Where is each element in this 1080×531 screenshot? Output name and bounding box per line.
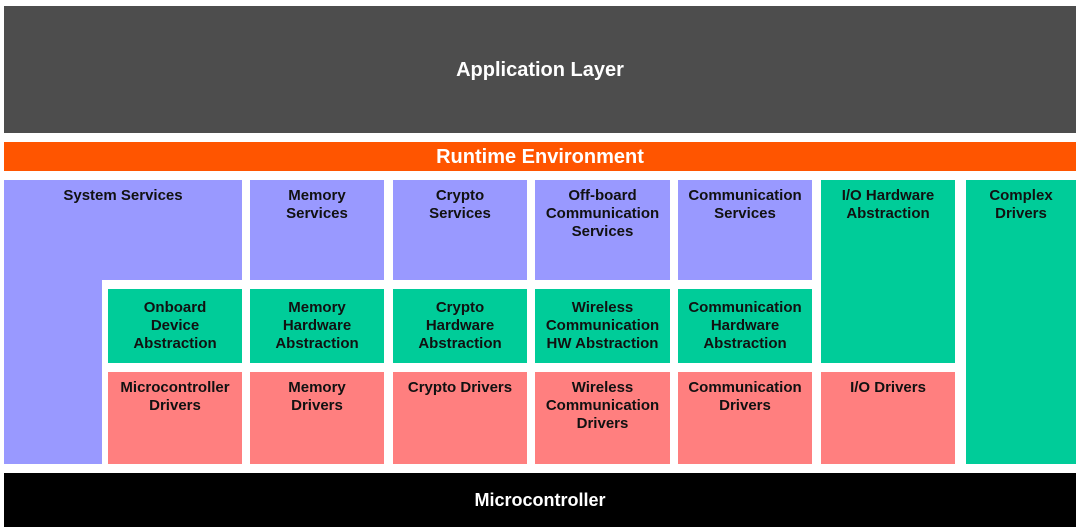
microcontroller-layer: Microcontroller — [4, 473, 1076, 527]
offboard-communication-services-label: Off-board Communication Services — [545, 187, 660, 240]
crypto-hardware-abstraction: Crypto Hardware Abstraction — [393, 289, 527, 363]
application-layer-label: Application Layer — [456, 58, 624, 81]
onboard-device-abstraction-label: Onboard Device Abstraction — [133, 299, 217, 352]
memory-services: Memory Services — [250, 180, 384, 280]
system-services-label: System Services — [63, 187, 183, 204]
io-hardware-abstraction-label: I/O Hardware Abstraction — [841, 187, 935, 222]
wireless-communication-hw-abstraction: Wireless Communication HW Abstraction — [535, 289, 670, 363]
crypto-hardware-abstraction-label: Crypto Hardware Abstraction — [418, 299, 502, 352]
io-drivers-label: I/O Drivers — [850, 379, 926, 396]
crypto-drivers-label: Crypto Drivers — [407, 379, 513, 396]
memory-services-label: Memory Services — [286, 187, 348, 222]
io-drivers: I/O Drivers — [821, 372, 955, 464]
communication-hardware-abstraction-label: Communication Hardware Abstraction — [688, 299, 802, 352]
memory-hardware-abstraction-label: Memory Hardware Abstraction — [275, 299, 359, 352]
memory-hardware-abstraction: Memory Hardware Abstraction — [250, 289, 384, 363]
wireless-communication-hw-abstraction-label: Wireless Communication HW Abstraction — [545, 299, 660, 352]
memory-drivers-label: Memory Drivers — [288, 379, 346, 414]
microcontroller-drivers-label: Microcontroller Drivers — [120, 379, 230, 414]
wireless-communication-drivers: Wireless Communication Drivers — [535, 372, 670, 464]
microcontroller-layer-label: Microcontroller — [474, 490, 606, 510]
wireless-communication-drivers-label: Wireless Communication Drivers — [545, 379, 660, 432]
communication-hardware-abstraction: Communication Hardware Abstraction — [678, 289, 812, 363]
communication-services-label: Communication Services — [688, 187, 802, 222]
crypto-drivers: Crypto Drivers — [393, 372, 527, 464]
crypto-services-label: Crypto Services — [429, 187, 491, 222]
system-services: System Services — [4, 180, 242, 280]
onboard-device-abstraction: Onboard Device Abstraction — [108, 289, 242, 363]
runtime-environment-label: Runtime Environment — [436, 145, 644, 168]
complex-drivers: Complex Drivers — [966, 180, 1076, 464]
communication-services: Communication Services — [678, 180, 812, 280]
communication-drivers: Communication Drivers — [678, 372, 812, 464]
communication-drivers-label: Communication Drivers — [688, 379, 802, 414]
system-services-column — [4, 280, 102, 464]
complex-drivers-label: Complex Drivers — [989, 187, 1053, 222]
offboard-communication-services: Off-board Communication Services — [535, 180, 670, 280]
io-hardware-abstraction: I/O Hardware Abstraction — [821, 180, 955, 363]
memory-drivers: Memory Drivers — [250, 372, 384, 464]
runtime-environment: Runtime Environment — [4, 142, 1076, 171]
application-layer: Application Layer — [4, 6, 1076, 133]
crypto-services: Crypto Services — [393, 180, 527, 280]
microcontroller-drivers: Microcontroller Drivers — [108, 372, 242, 464]
